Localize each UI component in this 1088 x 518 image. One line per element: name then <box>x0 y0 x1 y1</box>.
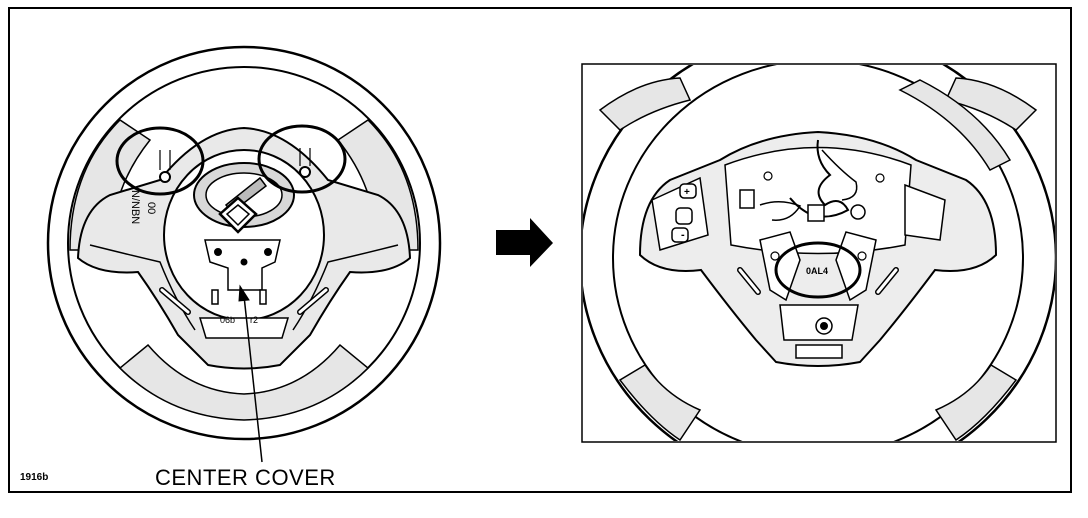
left-wheel-mark-00: 00 <box>145 202 157 214</box>
figure-frame <box>8 7 1072 493</box>
center-cover-leader-arrow <box>238 284 263 463</box>
center-cover-label: CENTER COVER <box>155 465 336 490</box>
right-wheel-mark-minus: - <box>681 229 685 241</box>
right-wheel-mark-0al4: 0AL4 <box>806 266 828 276</box>
left-wheel-mark-nbn: N/NBN <box>129 190 141 224</box>
right-wheel-mark-plus: + <box>684 187 690 198</box>
left-wheel-mark-06b: 06b <box>220 315 235 325</box>
transition-arrow-icon <box>496 218 553 267</box>
right-steering-wheel <box>583 65 1055 441</box>
figure-id: 1916b <box>20 472 49 483</box>
left-steering-wheel <box>46 45 442 441</box>
left-wheel-mark-r2: r2 <box>250 315 258 325</box>
